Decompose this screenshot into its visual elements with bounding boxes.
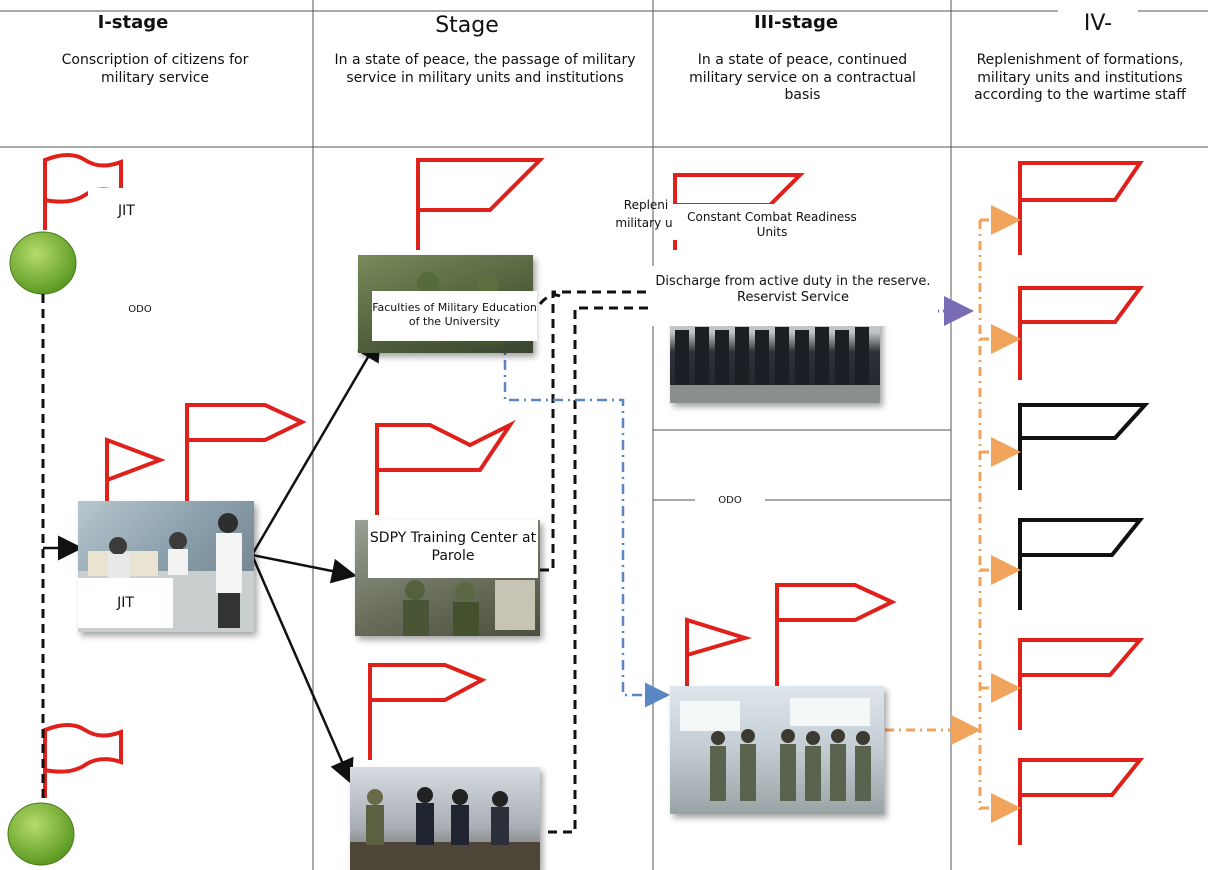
black-arrows: [43, 335, 381, 785]
faculties-label: Faculties of Military Education of the U…: [372, 291, 537, 341]
flag-icon: [416, 158, 545, 250]
stage-1-description: Conscription of citizens for military se…: [61, 52, 249, 86]
flag-icon: [43, 153, 123, 230]
odo-right-label: ODO: [695, 492, 765, 510]
replenish-partial-label: Repleni: [623, 198, 669, 212]
photo-scene: [680, 698, 871, 801]
stage-2-description: In a state of peace, the passage of mili…: [334, 52, 636, 86]
flag-icon: [105, 437, 166, 505]
photo-equipment-display: [350, 767, 540, 870]
flag-icon: [1018, 518, 1145, 610]
military-partial-label: military u: [615, 216, 673, 230]
stage-2-title: Stage: [422, 12, 512, 40]
flag-icon: [1018, 161, 1144, 255]
green-circle-top: [9, 231, 77, 295]
sdpy-label: SDPY Training Center at Parole: [368, 520, 538, 578]
flag-icon: [368, 663, 487, 760]
discharge-label: Discharge from active duty in the reserv…: [648, 266, 938, 326]
stage-4-title: IV-: [1058, 10, 1138, 38]
flag-icon: [1018, 403, 1150, 490]
constant-combat-label: Constant Combat Readiness Units: [672, 204, 872, 240]
photo-scene: [403, 580, 535, 636]
flags: [43, 153, 1150, 845]
green-circle-bottom: [7, 802, 75, 866]
blue-dashdot-line: [503, 338, 670, 708]
stage-1-title: I-stage: [90, 12, 176, 35]
odo-left-label: ODO: [128, 304, 152, 315]
stage-3-description: In a state of peace, continued military …: [689, 52, 916, 103]
jit-top-label: JIT: [88, 188, 163, 238]
photo-scene: [350, 787, 540, 870]
flag-icon: [43, 723, 123, 798]
jit-photo-label: JIT: [78, 578, 173, 628]
stage-3-title: III-stage: [746, 12, 846, 35]
flag-icon: [1018, 286, 1144, 380]
flag-icon: [775, 583, 897, 690]
black-dashed-lines: [41, 290, 653, 834]
flag-icon: [1018, 758, 1145, 845]
flag-icon: [375, 419, 516, 515]
flag-icon: [185, 403, 307, 505]
flag-icon: [685, 617, 752, 690]
photo-reserve-class: [670, 686, 884, 814]
orange-dashdot-lines: [885, 205, 1021, 823]
stage-4-description: Replenishment of formations, military un…: [974, 52, 1186, 103]
photo-scene: [670, 327, 880, 403]
flag-icon: [1018, 638, 1145, 730]
